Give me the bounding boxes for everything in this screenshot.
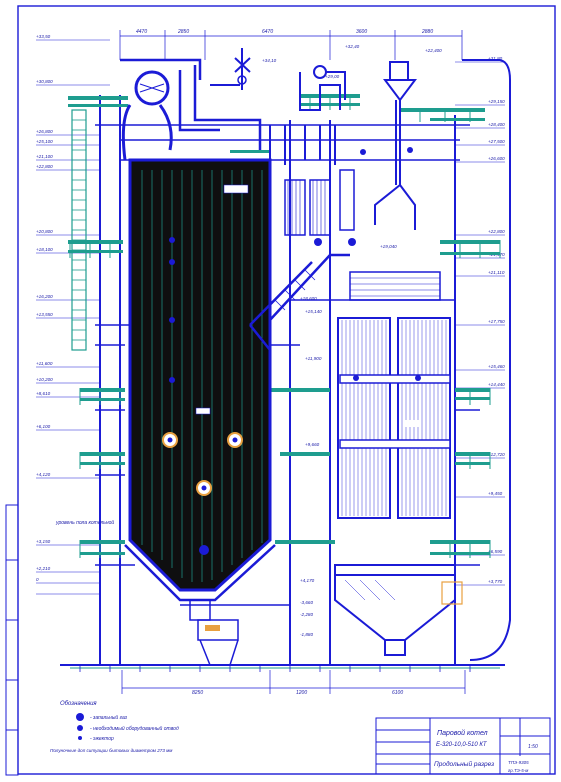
right-elev-12: +12,720 (488, 452, 505, 457)
service-platforms (68, 94, 500, 555)
furnace-chamber (128, 158, 272, 592)
inner-label-13: -1,880 (300, 632, 313, 637)
inner-label-5: +19,040 (380, 244, 397, 249)
left-elev-10: +13,550 (36, 312, 53, 317)
left-elev-18: 0 (36, 577, 39, 582)
left-elevation-leaders (36, 39, 110, 595)
left-elev-5: +21,100 (36, 154, 53, 159)
corner-mark (540, 5, 556, 22)
right-elevation-leaders (455, 61, 505, 586)
bottom-dim-3: 6100 (392, 690, 403, 696)
top-header-pipes (269, 65, 346, 165)
sheet-frame (17, 5, 556, 775)
left-elev-14: +6,100 (36, 424, 51, 429)
left-elev-8: +18,100 (36, 247, 53, 252)
platform-railings (69, 94, 501, 558)
ground-hatching (79, 665, 471, 672)
safety-valve-icon (234, 48, 251, 90)
title-code: ТПЭ-9305 (508, 760, 529, 765)
burner-ports (162, 237, 243, 555)
left-elev-6: +22,800 (36, 164, 53, 169)
inner-label-8: +11,900 (305, 356, 322, 361)
inclined-gas-duct (249, 253, 350, 540)
left-elev-1: +33,50 (36, 34, 51, 39)
legend-item-1: - запальный газ (90, 714, 128, 721)
right-elev-6: +22,800 (488, 229, 505, 234)
right-elev-9: +17,750 (488, 319, 505, 324)
left-elev-11: +11,600 (36, 361, 53, 366)
inner-label-3: +29,00 (325, 74, 340, 79)
inner-label-12: -2,280 (300, 612, 313, 617)
left-elev-4: +25,100 (36, 139, 53, 144)
gas-duct-top-right (374, 61, 417, 230)
inner-label-2: +32,40 (345, 44, 360, 49)
legend: Обозначения - запальный газ - необходимы… (50, 701, 179, 753)
inner-label-6: +18,600 (300, 296, 317, 301)
title-line-1: Паровой котел (437, 729, 488, 737)
slag-extractor (189, 599, 239, 666)
left-elev-13: +8,610 (36, 391, 51, 396)
legend-item-2: - необходимый оборудованный отвод (90, 725, 179, 732)
right-elev-11: +14,440 (488, 382, 505, 387)
left-stair-ladder (71, 109, 87, 351)
duct-hatch (274, 269, 316, 311)
right-elev-5: +26,600 (488, 156, 505, 161)
left-elev-3: +26,800 (36, 129, 53, 134)
legend-swatch-3 (78, 736, 82, 740)
right-elev-13: +9,450 (488, 491, 503, 496)
legend-swatch-2 (77, 725, 83, 731)
bottom-dimension-chain (121, 670, 466, 694)
ash-hopper (334, 564, 463, 656)
top-dim-3: 6470 (262, 29, 273, 35)
inner-label-1: +34,10 (262, 58, 277, 63)
left-elev-15: +4,120 (36, 472, 51, 477)
right-elev-14: +6,590 (488, 549, 503, 554)
air-heater-tubes (337, 317, 451, 519)
title-subtitle: Продольный разрез (434, 760, 494, 768)
top-dim-4: 3600 (356, 29, 367, 35)
left-elev-12: +10,200 (36, 377, 53, 382)
economizer-section (349, 271, 441, 301)
inner-label-9: +9,660 (305, 442, 320, 447)
left-elev-16: +3,150 (36, 539, 51, 544)
legend-heading: Обозначения (60, 701, 97, 707)
title-scale: 1:50 (528, 744, 538, 750)
hopper-hatch (344, 579, 396, 601)
legend-note: Полуночные доп ситуации бытовых диаметро… (50, 748, 173, 753)
inner-label-11: -3,660 (300, 600, 313, 605)
left-elev-2: +30,800 (36, 79, 53, 84)
steam-drum-assembly (120, 58, 262, 161)
right-elev-1: +31,80 (488, 56, 503, 61)
legend-swatch-1 (76, 713, 84, 721)
right-elev-15: +3,770 (488, 579, 503, 584)
top-dim-5: 2880 (421, 29, 433, 35)
inner-label-10: +4,170 (300, 578, 315, 583)
legend-item-3: - эжектор (90, 736, 114, 742)
right-elev-3: +28,400 (488, 122, 505, 127)
bottom-dim-2: 1200 (296, 690, 307, 696)
top-dim-1: 4470 (136, 29, 147, 35)
inner-label-7: +15,140 (305, 309, 322, 314)
left-elev-9: +16,200 (36, 294, 53, 299)
top-dimension-chain (119, 30, 463, 60)
title-line-2: Е-320-10,0-510 КТ (436, 742, 488, 748)
superheater-bank (284, 169, 355, 236)
left-elev-17: +2,210 (36, 566, 51, 571)
right-elev-2: +29,150 (488, 99, 505, 104)
bottom-dim-1: 8250 (192, 690, 203, 696)
right-elev-8: +21,110 (488, 270, 505, 275)
right-elev-10: +15,460 (488, 364, 505, 369)
right-elev-4: +27,500 (488, 139, 505, 144)
left-side-strip (5, 504, 19, 776)
title-group: гр.ТЭ-5-м (508, 768, 528, 773)
inner-label-4: +22,400 (425, 48, 442, 53)
left-elev-7: +20,800 (36, 229, 53, 234)
top-dim-2: 2850 (177, 29, 189, 35)
downcomer-pipe (462, 59, 511, 661)
floor-level-note: уровень пола котельной (55, 519, 114, 526)
title-block (375, 717, 551, 775)
